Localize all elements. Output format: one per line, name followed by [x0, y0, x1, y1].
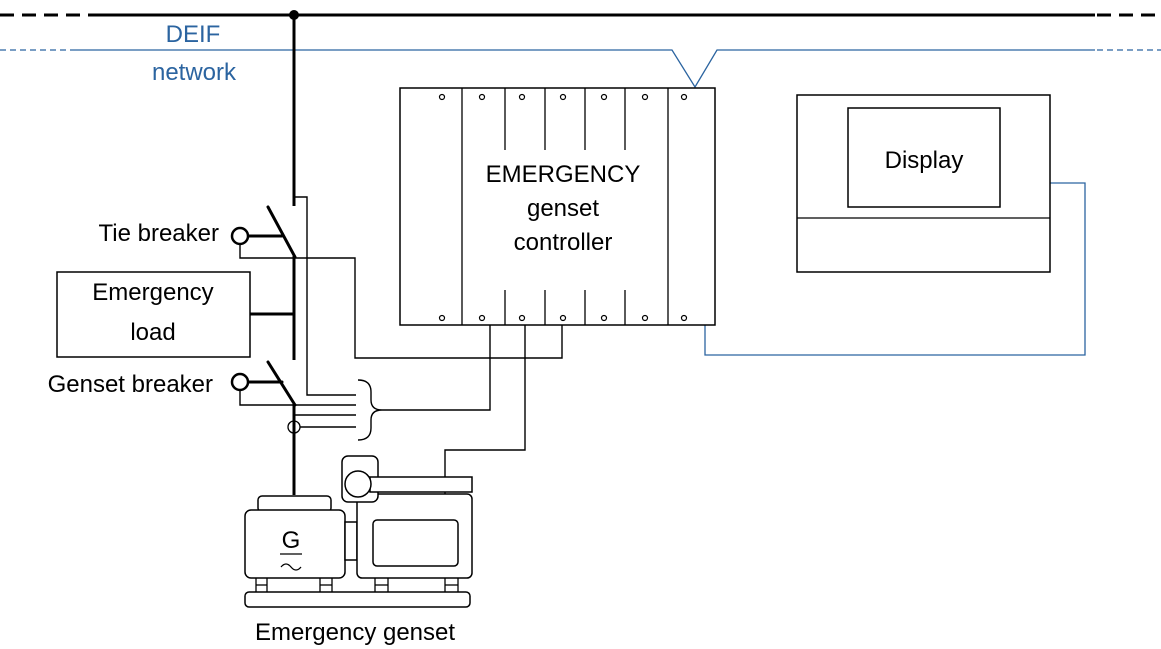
control-wiring	[239, 182, 1086, 520]
terminal-icon	[600, 314, 608, 322]
feeder-bus	[250, 15, 296, 495]
terminal-icon	[641, 93, 649, 101]
emergency-load-box	[56, 271, 251, 358]
busbar-voltage-wire	[294, 196, 356, 396]
controller-bottom-terminals	[438, 314, 688, 322]
network-label-line1: DEIF	[166, 21, 221, 48]
tie-breaker-operator-icon	[230, 226, 250, 246]
network-line	[75, 49, 1095, 89]
genset-label: Emergency genset	[255, 619, 455, 646]
tie-breaker: Tie breaker	[99, 205, 297, 259]
terminal-icon	[680, 314, 688, 322]
emergency-load-label-line1: Emergency	[92, 279, 213, 306]
emergency-genset-controller: EMERGENCY genset controller	[399, 87, 716, 326]
display-screen	[847, 107, 1001, 208]
terminal-icon	[518, 314, 526, 322]
tie-breaker-control-wire	[239, 244, 563, 359]
ac-tilde-icon	[280, 563, 302, 571]
shaft-coupling	[344, 521, 358, 561]
emergency-genset: G Emergency genset	[244, 455, 473, 646]
controller-label-line1: EMERGENCY	[486, 161, 641, 188]
terminal-icon	[438, 314, 446, 322]
genset-breaker-operator-icon	[230, 372, 250, 392]
wire-bundle-brace	[357, 379, 383, 441]
tie-breaker-label: Tie breaker	[99, 220, 220, 247]
terminal-icon	[559, 314, 567, 322]
engine-feet	[374, 578, 459, 592]
controller-label-line2: genset	[527, 195, 599, 222]
bundle-to-controller-wire	[382, 323, 491, 411]
terminal-icon	[559, 93, 567, 101]
terminal-icon	[518, 93, 526, 101]
engine-pulley-icon	[344, 470, 372, 498]
controller-top-terminals	[438, 93, 688, 101]
controller-label-backdrop	[468, 158, 660, 258]
network-label-line2: network	[152, 59, 237, 86]
emergency-load-label-line2: load	[130, 319, 175, 346]
generator-symbol: G	[282, 527, 301, 554]
engine-block-panel	[372, 519, 459, 567]
deif-network: DEIF network	[0, 21, 1161, 89]
genset-breaker-label: Genset breaker	[48, 371, 213, 398]
terminal-icon	[641, 314, 649, 322]
terminal-icon	[478, 314, 486, 322]
genset-base-frame	[244, 591, 471, 608]
terminal-icon	[438, 93, 446, 101]
display-link-wire	[704, 182, 1086, 356]
genset-breaker-control-wire	[239, 390, 356, 406]
emergency-load: Emergency load	[56, 271, 251, 358]
genset-breaker: Genset breaker	[48, 360, 301, 434]
tie-breaker-blade	[266, 205, 297, 259]
generator-feet	[255, 578, 333, 592]
engine-belt-guard	[369, 476, 473, 493]
terminal-icon	[680, 93, 688, 101]
display-unit: Display	[796, 94, 1051, 273]
main-busbar	[0, 10, 1161, 20]
terminal-icon	[600, 93, 608, 101]
controller-label-line3: controller	[514, 229, 613, 256]
terminal-icon	[478, 93, 486, 101]
display-label: Display	[885, 147, 964, 174]
